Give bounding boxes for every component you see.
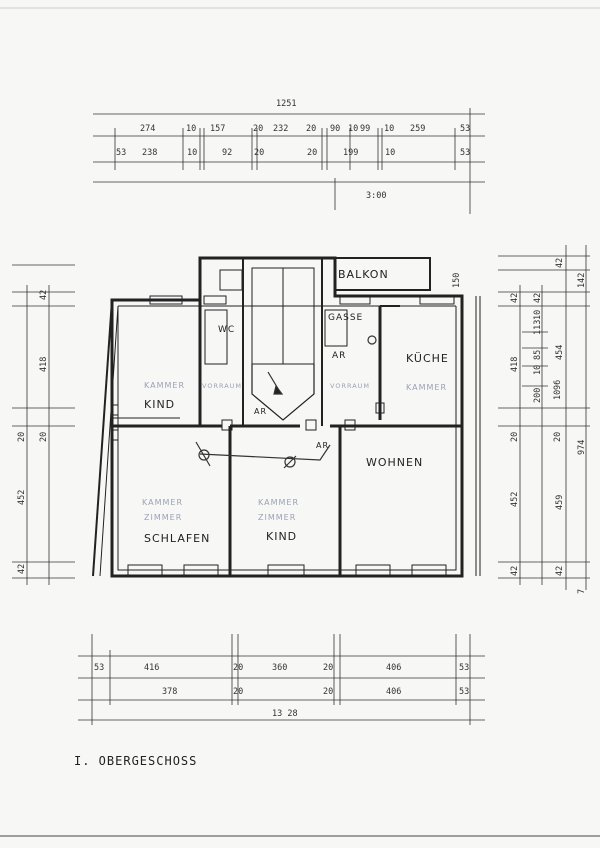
- svg-text:96: 96: [553, 380, 563, 390]
- top-total-dim: 1251: [276, 99, 296, 109]
- svg-text:10: 10: [385, 148, 395, 158]
- svg-text:150: 150: [452, 273, 462, 288]
- svg-text:200: 200: [533, 388, 543, 403]
- svg-text:238: 238: [142, 148, 157, 158]
- svg-text:10: 10: [384, 124, 394, 134]
- gas-line: [195, 335, 377, 469]
- label-balkon: BALKON: [338, 268, 389, 281]
- svg-text:142: 142: [577, 273, 587, 288]
- faint-vorraum2: VORRAUM: [330, 382, 370, 390]
- svg-text:42: 42: [510, 293, 520, 303]
- svg-text:232: 232: [273, 124, 288, 134]
- svg-text:418: 418: [510, 357, 520, 372]
- faint-kammer3: KAMMER: [142, 498, 183, 507]
- svg-text:974: 974: [577, 440, 587, 455]
- svg-text:10: 10: [553, 390, 563, 400]
- svg-text:418: 418: [39, 357, 49, 372]
- faint-vorraum: VORRAUM: [202, 382, 242, 390]
- label-gase: GASSE: [328, 313, 363, 323]
- bottom-dimension-lines: [78, 634, 485, 725]
- svg-text:42: 42: [510, 566, 520, 576]
- page-title: I. OBERGESCHOSS: [74, 754, 198, 768]
- svg-text:454: 454: [555, 345, 565, 360]
- svg-text:199: 199: [343, 148, 358, 158]
- svg-text:42: 42: [533, 293, 543, 303]
- svg-text:274: 274: [140, 124, 155, 134]
- label-ar1: AR: [332, 351, 346, 361]
- svg-text:10: 10: [186, 124, 196, 134]
- right-outer-dims: 42 142 974 7: [555, 258, 587, 594]
- svg-text:459: 459: [555, 495, 565, 510]
- faint-zimmer2: ZIMMER: [258, 513, 296, 522]
- left-dimension-lines: [12, 264, 75, 585]
- faint-kammer1: KAMMER: [144, 381, 185, 390]
- bottom-row1-dims: 53 416 20 360 20 406 53: [94, 663, 469, 673]
- faint-zimmer1: ZIMMER: [144, 513, 182, 522]
- svg-text:42: 42: [555, 566, 565, 576]
- label-ar2: AR: [254, 407, 267, 416]
- svg-text:157: 157: [210, 124, 225, 134]
- svg-text:53: 53: [460, 148, 470, 158]
- svg-text:20: 20: [254, 148, 264, 158]
- svg-text:42: 42: [555, 258, 565, 268]
- svg-text:10: 10: [187, 148, 197, 158]
- svg-text:259: 259: [410, 124, 425, 134]
- right-dimension-lines: [498, 245, 590, 590]
- left-dims: 42 418 20 20 452 42: [17, 290, 49, 574]
- top-row2-dims: 53 238 10 92 20 20 199 10 53: [116, 148, 470, 158]
- svg-text:99: 99: [360, 124, 370, 134]
- top-row3-dim: 3:00: [366, 191, 386, 201]
- svg-text:53: 53: [459, 687, 469, 697]
- label-ar3: AR: [316, 441, 329, 450]
- svg-text:378: 378: [162, 687, 177, 697]
- svg-text:10: 10: [348, 124, 358, 134]
- svg-text:20: 20: [233, 663, 243, 673]
- svg-text:452: 452: [17, 490, 27, 505]
- svg-text:20: 20: [323, 663, 333, 673]
- svg-text:53: 53: [460, 124, 470, 134]
- faint-kammer2: KAMMER: [406, 383, 447, 392]
- top-dimension-lines: [93, 108, 485, 214]
- svg-text:10: 10: [533, 365, 543, 375]
- svg-text:20: 20: [233, 687, 243, 697]
- label-wohnen: WOHNEN: [366, 456, 423, 469]
- svg-text:406: 406: [386, 663, 401, 673]
- svg-text:20: 20: [39, 432, 49, 442]
- svg-text:360: 360: [272, 663, 287, 673]
- svg-text:92: 92: [222, 148, 232, 158]
- faint-kammer4: KAMMER: [258, 498, 299, 507]
- label-kind2: KIND: [266, 530, 297, 543]
- svg-text:406: 406: [386, 687, 401, 697]
- label-kind1: KIND: [144, 398, 175, 411]
- label-wc: WC: [218, 325, 235, 335]
- top-row1-dims: 274 10 157 20 232 20 90 10 99 10 259 53: [140, 124, 470, 134]
- svg-text:20: 20: [307, 148, 317, 158]
- svg-text:90: 90: [330, 124, 340, 134]
- label-kueche: KÜCHE: [406, 352, 449, 365]
- right-inner-dims: 42 418 20 452 42: [510, 293, 520, 576]
- walls: [92, 256, 481, 578]
- svg-text:20: 20: [17, 432, 27, 442]
- right-detail-dims: 42 10 113 85 10 200 96 10 20 459 42 454 …: [452, 273, 565, 576]
- svg-text:20: 20: [306, 124, 316, 134]
- bottom-row2-dims: 378 20 20 406 53: [162, 687, 469, 697]
- svg-text:42: 42: [39, 290, 49, 300]
- svg-text:42: 42: [17, 564, 27, 574]
- svg-text:113: 113: [533, 320, 543, 335]
- bottom-total-dim: 13 28: [272, 709, 298, 719]
- svg-text:20: 20: [553, 432, 563, 442]
- label-schlafen: SCHLAFEN: [144, 532, 210, 545]
- svg-text:85: 85: [533, 350, 543, 360]
- svg-text:452: 452: [510, 492, 520, 507]
- svg-text:10: 10: [533, 310, 543, 320]
- svg-text:7: 7: [577, 589, 587, 594]
- svg-text:20: 20: [323, 687, 333, 697]
- svg-text:20: 20: [510, 432, 520, 442]
- svg-text:53: 53: [116, 148, 126, 158]
- svg-text:53: 53: [459, 663, 469, 673]
- svg-text:53: 53: [94, 663, 104, 673]
- svg-text:416: 416: [144, 663, 159, 673]
- svg-text:20: 20: [253, 124, 263, 134]
